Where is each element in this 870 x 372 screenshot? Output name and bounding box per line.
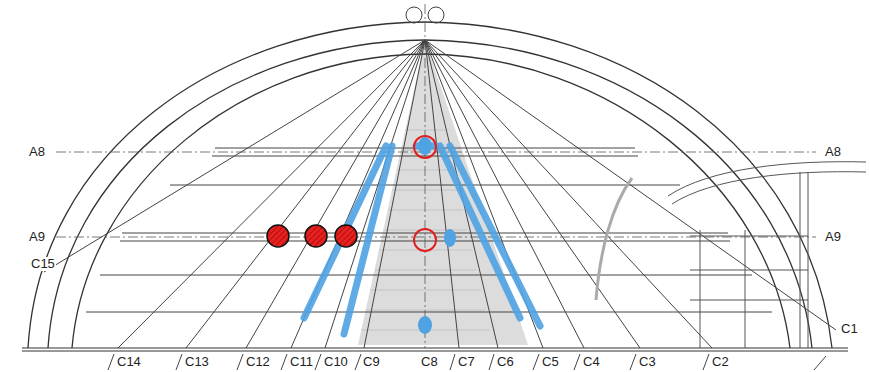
- axis-label: A9: [28, 230, 46, 244]
- annex-frame: [596, 162, 866, 348]
- red-marker: [305, 225, 327, 247]
- axis-label: C5: [541, 355, 560, 369]
- red-marker: [335, 225, 357, 247]
- axis-label: C2: [711, 355, 730, 369]
- axis-label: C10: [323, 355, 349, 369]
- red-ring: [414, 229, 436, 251]
- red-ring: [414, 136, 436, 158]
- axis-label: C1: [840, 322, 859, 336]
- axis-label: C13: [184, 355, 210, 369]
- axis-label: A9: [824, 230, 842, 244]
- ground-line: [22, 348, 848, 351]
- apex-ring: [428, 7, 444, 23]
- axis-label: C4: [582, 355, 601, 369]
- red-marker: [267, 225, 289, 247]
- axis-label: C14: [116, 355, 142, 369]
- axis-label: C12: [245, 355, 271, 369]
- axis-label: C15: [30, 257, 56, 271]
- rib-extension: [108, 354, 826, 370]
- axis-label: C8: [420, 355, 439, 369]
- apex-ring: [406, 7, 422, 23]
- radial-rib: [44, 40, 836, 348]
- blue-dot: [418, 137, 432, 155]
- axis-label: C3: [638, 355, 657, 369]
- axis-label: C9: [362, 355, 381, 369]
- axis-label: C7: [457, 355, 476, 369]
- dome-arch: [28, 22, 832, 348]
- blue-dot: [418, 316, 432, 334]
- blue-mark: [304, 146, 540, 334]
- ring-beam: [86, 148, 772, 312]
- axis-label: A8: [28, 145, 46, 159]
- axis-label: A8: [824, 145, 842, 159]
- axis-label: C11: [289, 355, 314, 369]
- blue-dot: [444, 229, 456, 247]
- axis-label: C6: [496, 355, 515, 369]
- grid-line: [56, 4, 816, 348]
